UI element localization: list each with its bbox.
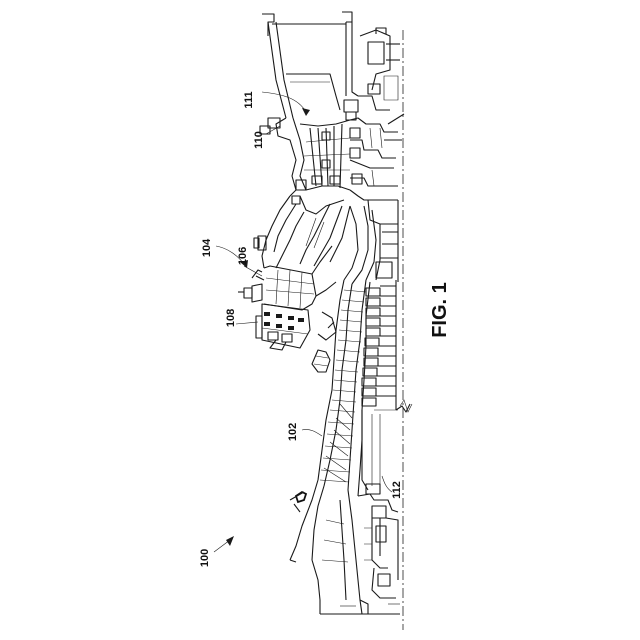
- manifold-block: [256, 304, 310, 350]
- label-110: 110: [253, 131, 265, 149]
- exhaust-frame: [262, 12, 400, 118]
- label-112: 112: [391, 481, 403, 499]
- turbine-blades: [304, 124, 350, 188]
- label-100: 100: [199, 549, 211, 567]
- turbine-rotor: [344, 100, 404, 200]
- turbine-section: [260, 100, 404, 214]
- label-104: 104: [201, 238, 213, 257]
- label-106: 106: [237, 247, 249, 265]
- compressor-blades: [320, 290, 366, 482]
- combustor: [254, 196, 376, 284]
- fuel-nozzle-assembly: [238, 246, 336, 350]
- label-102: 102: [287, 423, 299, 441]
- label-111: 111: [243, 91, 255, 108]
- label-108: 108: [225, 309, 237, 327]
- inlet-frame: [290, 480, 400, 614]
- reference-labels: 111 110 104 106 108 102 112 100 FIG. 1: [199, 91, 451, 567]
- figure-title: FIG. 1: [429, 282, 451, 338]
